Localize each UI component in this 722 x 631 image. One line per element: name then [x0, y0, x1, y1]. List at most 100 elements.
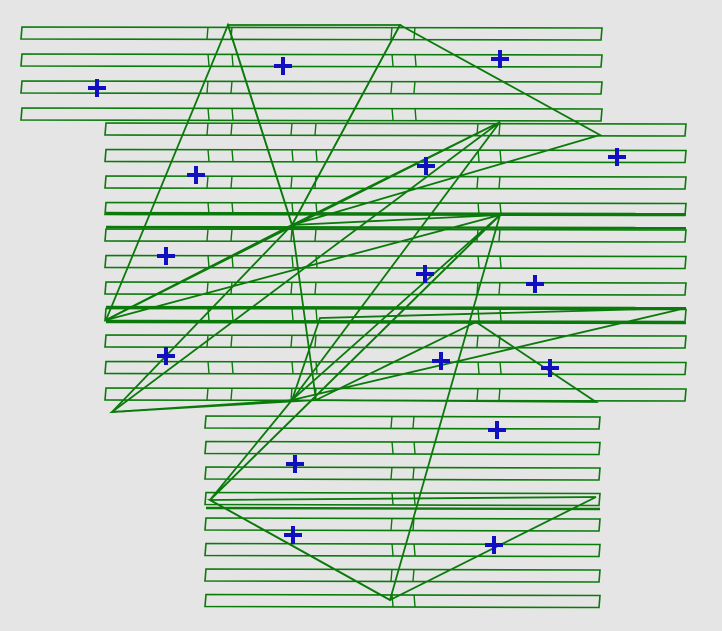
strip-divider	[391, 543, 394, 556]
strip-divider	[290, 334, 293, 348]
triangle-outline	[104, 22, 294, 322]
strip-divider	[412, 466, 415, 480]
strip-divider	[498, 175, 501, 189]
strip-divider	[231, 361, 234, 374]
strip-divider	[290, 175, 293, 189]
strip-divider	[413, 80, 416, 94]
strip-divider	[390, 568, 393, 582]
triangle-overlays	[104, 22, 687, 602]
strip-divider	[414, 107, 417, 121]
scan-strip	[204, 517, 601, 532]
plus-marker-icon	[88, 79, 106, 97]
strip-divider	[230, 80, 233, 94]
scan-strip	[204, 491, 601, 507]
strip-divider	[206, 387, 209, 401]
scan-strip	[204, 440, 601, 456]
strip-divider	[391, 594, 394, 607]
scan-strip	[104, 281, 687, 296]
triangle-outline	[290, 307, 687, 402]
scan-strip	[104, 254, 687, 270]
scan-strip	[204, 542, 601, 558]
strip-divider	[391, 441, 394, 454]
strip-divider	[290, 228, 293, 242]
strip-divider	[206, 122, 209, 136]
strip-divider	[207, 308, 210, 321]
strip-divider	[290, 281, 293, 295]
triangle-outline	[206, 496, 597, 602]
scan-strip	[104, 228, 687, 243]
scan-strip	[104, 201, 687, 217]
plus-marker-icon	[485, 536, 503, 554]
scan-strip	[204, 415, 601, 430]
strip-edge	[105, 211, 687, 216]
strip-divider	[206, 228, 209, 242]
strip-divider	[390, 80, 393, 94]
strip-divider	[412, 415, 415, 429]
strip-divider	[315, 255, 318, 268]
strip-divider	[314, 122, 317, 136]
strip-divider	[390, 26, 393, 40]
strip-divider	[290, 122, 293, 136]
scan-strip	[20, 26, 603, 41]
strip-divider	[391, 53, 394, 67]
strip-divider	[498, 281, 501, 295]
triangle-outline	[208, 211, 502, 602]
strip-divider	[391, 107, 394, 121]
strip-divider	[291, 361, 294, 374]
strip-divider	[315, 149, 318, 162]
triangle-outline	[109, 223, 318, 414]
strip-divider	[499, 149, 502, 162]
strip-divider	[230, 175, 233, 189]
plus-marker-icon	[526, 275, 544, 293]
plus-marker-icon	[608, 148, 626, 166]
plus-marker-icon	[187, 166, 205, 184]
strip-divider	[413, 594, 416, 607]
strip-edge	[105, 320, 687, 325]
strip-divider	[230, 334, 233, 348]
strip-divider	[413, 441, 416, 454]
strip-divider	[207, 53, 210, 67]
triangle-outline	[290, 23, 603, 227]
strip-divider	[498, 228, 501, 242]
strip-divider	[206, 80, 209, 94]
scan-strip	[104, 334, 687, 349]
plus-marker-icon	[541, 359, 559, 377]
strip-divider	[499, 308, 502, 321]
plus-marker-icon	[274, 57, 292, 75]
strip-edge	[205, 506, 601, 511]
strip-divider	[314, 334, 317, 348]
strip-divider	[291, 308, 294, 321]
strip-divider	[314, 281, 317, 295]
strip-divider	[291, 149, 294, 162]
strip-divider	[315, 308, 318, 321]
strip-divider	[390, 466, 393, 480]
strip-divider	[230, 122, 233, 136]
strip-divider	[230, 387, 233, 401]
triangle-outline	[105, 121, 501, 321]
plus-markers	[88, 50, 626, 554]
plus-marker-icon	[432, 352, 450, 370]
strip-divider	[476, 387, 479, 401]
strip-divider	[231, 53, 234, 67]
strip-divider	[499, 361, 502, 374]
strip-divider	[206, 26, 209, 40]
scan-strip	[104, 148, 687, 164]
plus-marker-icon	[284, 526, 302, 544]
strip-divider	[476, 334, 479, 348]
plus-marker-icon	[416, 265, 434, 283]
plus-marker-icon	[157, 347, 175, 365]
strip-divider	[206, 175, 209, 189]
scan-strip	[20, 107, 603, 122]
scan-strip	[20, 53, 603, 68]
strip-divider	[412, 517, 415, 531]
strip-divider	[207, 107, 210, 121]
strip-divider	[498, 387, 501, 401]
strip-divider	[207, 255, 210, 268]
strip-edge	[105, 225, 687, 230]
plus-marker-icon	[417, 157, 435, 175]
strip-divider	[314, 228, 317, 242]
strip-divider	[414, 53, 417, 67]
scan-strip	[20, 80, 603, 95]
scan-strip	[104, 175, 687, 190]
triangle-outline	[315, 320, 600, 403]
